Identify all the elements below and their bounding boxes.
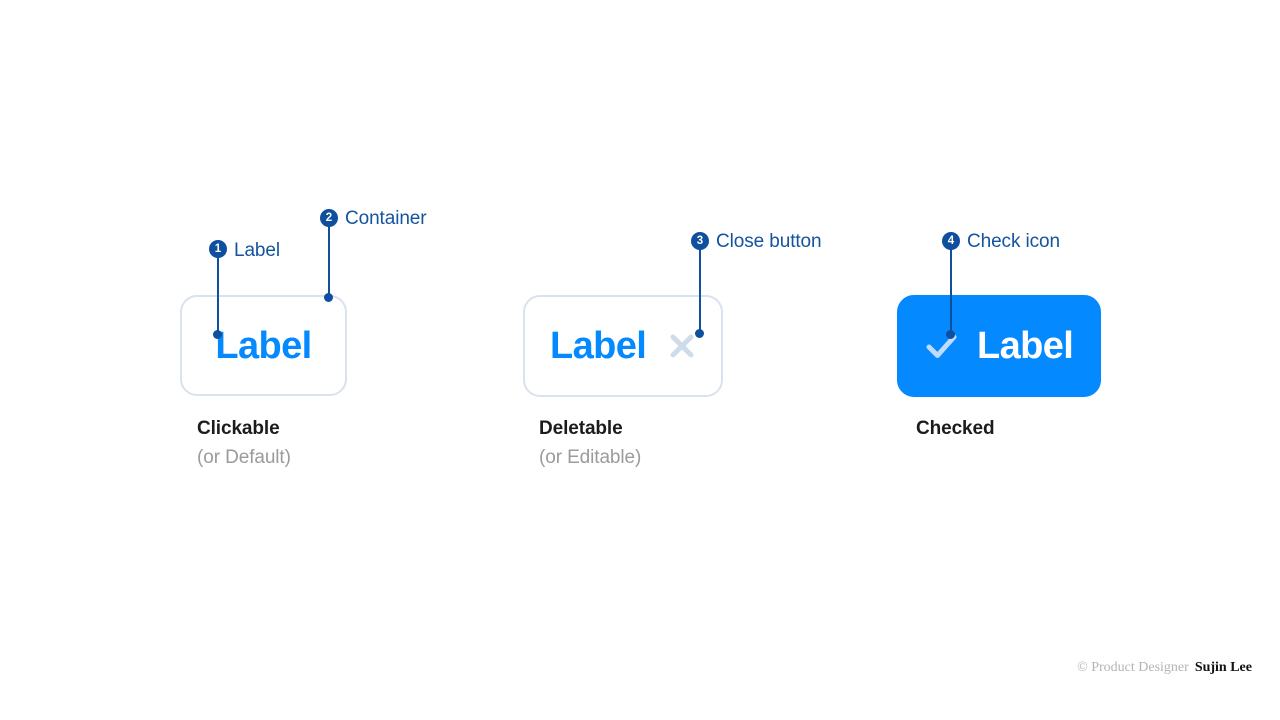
annotation-badge-3: 3 xyxy=(691,232,709,250)
annotation-leader-dot-1 xyxy=(213,330,222,339)
caption-title: Checked xyxy=(916,418,995,439)
chip-deletable[interactable]: Label xyxy=(523,295,723,397)
chip-clickable[interactable]: Label xyxy=(180,295,347,396)
caption-title: Deletable xyxy=(539,418,623,439)
footer-author-name: Sujin Lee xyxy=(1194,660,1252,675)
chip-label-checked: Label xyxy=(977,325,1074,367)
caption-subtitle: (or Default) xyxy=(197,447,291,468)
annotation-badge-1: 1 xyxy=(209,240,227,258)
annotation-leader-line-1 xyxy=(217,256,219,333)
chip-label-deletable: Label xyxy=(550,325,647,367)
chip-group-deletable: Label xyxy=(523,295,723,397)
annotation-leader-line-4 xyxy=(950,248,952,333)
annotation-text-4: Check icon xyxy=(967,231,1060,252)
annotation-text-2: Container xyxy=(345,208,427,229)
annotation-leader-dot-2 xyxy=(324,293,333,302)
caption-clickable: Clickable (or Default) xyxy=(197,419,291,467)
annotation-leader-line-2 xyxy=(328,225,330,297)
footer-copyright: © Product Designer xyxy=(1077,660,1189,675)
annotation-text-1: Label xyxy=(234,240,280,261)
close-icon[interactable] xyxy=(665,329,699,363)
annotation-text-3: Close button xyxy=(716,231,822,252)
chip-group-checked: Label xyxy=(897,295,1101,397)
annotation-leader-line-3 xyxy=(699,248,701,332)
footer-credit: © Product Designer Sujin Lee xyxy=(1077,660,1252,676)
caption-deletable: Deletable (or Editable) xyxy=(539,419,641,467)
chip-label-clickable: Label xyxy=(215,324,312,367)
chip-checked[interactable]: Label xyxy=(897,295,1101,397)
annotation-leader-dot-4 xyxy=(946,330,955,339)
chip-group-clickable: Label xyxy=(180,295,347,396)
caption-subtitle: (or Editable) xyxy=(539,447,642,468)
caption-checked: Checked xyxy=(916,419,995,448)
annotation-badge-2: 2 xyxy=(320,209,338,227)
annotation-badge-4: 4 xyxy=(942,232,960,250)
check-icon xyxy=(921,326,961,366)
annotation-leader-dot-3 xyxy=(695,329,704,338)
caption-title: Clickable xyxy=(197,418,280,439)
